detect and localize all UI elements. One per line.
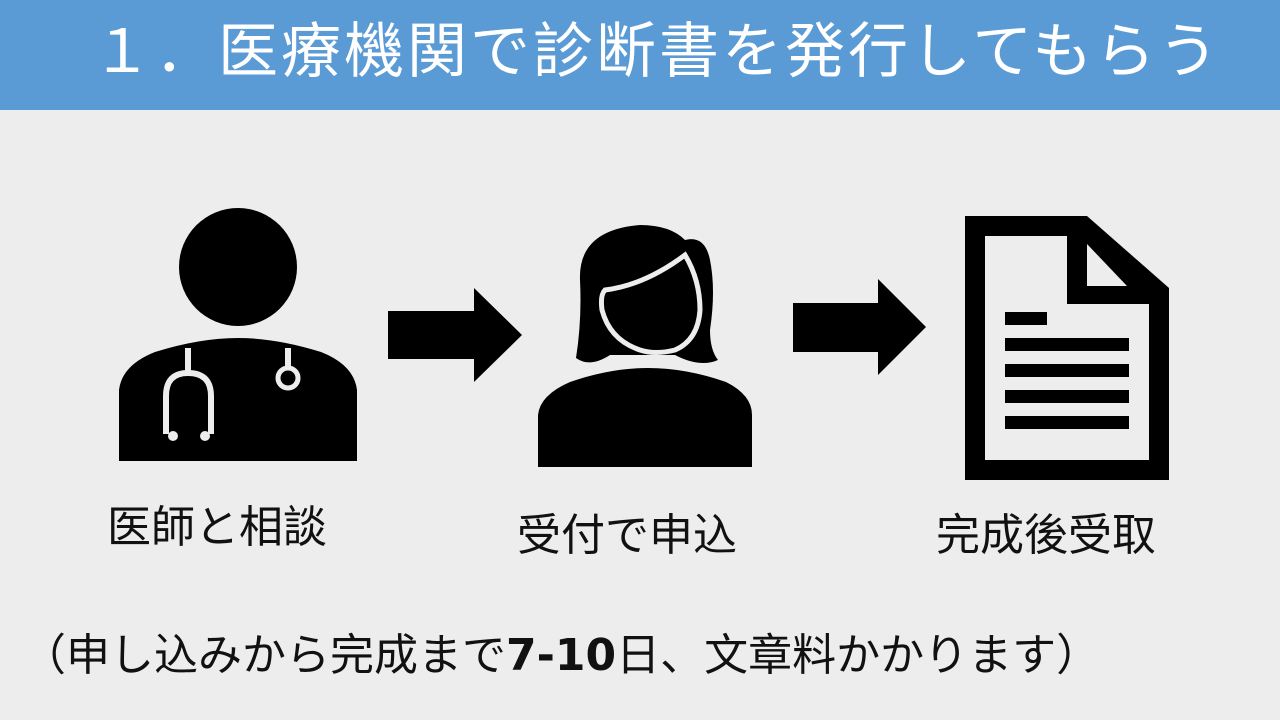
- note-prefix: （申し込みから完成まで: [22, 630, 506, 681]
- arrow-right-icon: [793, 279, 926, 375]
- note-text: （申し込みから完成まで7-10日、文章料かかります）: [22, 626, 1100, 686]
- step-label-receive-document: 完成後受取: [936, 510, 1156, 561]
- document-icon: [965, 216, 1169, 480]
- doctor-icon: [119, 208, 357, 461]
- receptionist-icon: [538, 225, 752, 467]
- step-label-consult-doctor: 医師と相談: [107, 502, 327, 553]
- header-banner: １．医療機関で診断書を発行してもらう: [0, 0, 1280, 110]
- note-duration: 7-10: [506, 630, 617, 681]
- arrow-right-icon: [388, 288, 522, 382]
- note-suffix: 日、文章料かかります）: [616, 630, 1101, 681]
- page-title: １．医療機関で診断書を発行してもらう: [92, 17, 1222, 87]
- step-label-apply-reception: 受付で申込: [517, 510, 737, 561]
